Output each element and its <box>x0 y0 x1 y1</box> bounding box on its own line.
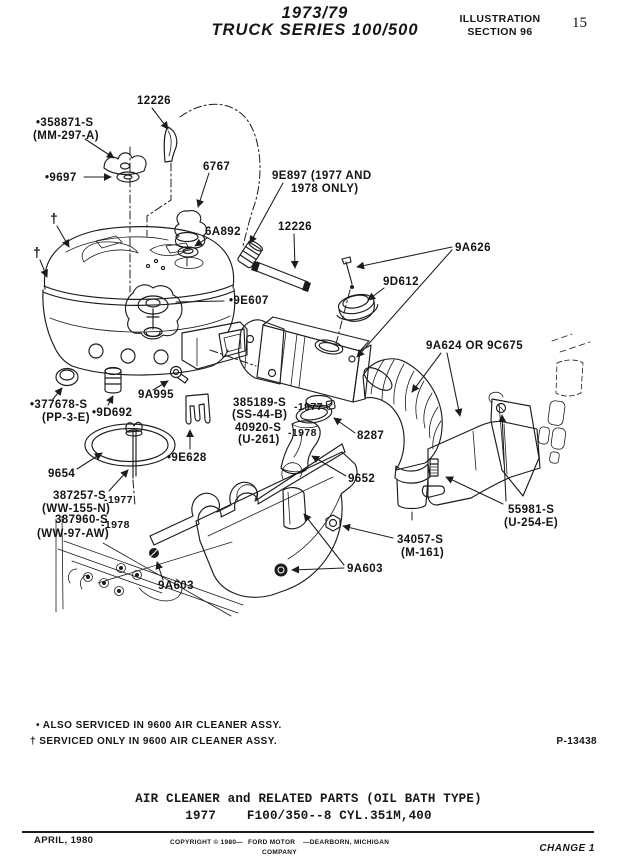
engine-sketch <box>55 515 244 617</box>
leader-lines <box>39 107 507 581</box>
footer-rule <box>22 831 594 833</box>
section-block: ILLUSTRATION SECTION 96 <box>450 13 550 39</box>
grommet-377678 <box>55 367 79 387</box>
screw-and-clip-55981-targets <box>421 458 446 498</box>
push-nut-fasteners <box>149 548 288 577</box>
page-title-series: TRUCK SERIES 100/500 <box>211 21 419 39</box>
footer-change-note: CHANGE 1 <box>539 843 595 854</box>
flex-elbow-9a624 <box>362 358 443 510</box>
retainer-clip-9a626 <box>341 256 354 289</box>
part-label-9a603-right: 9A603 <box>347 563 383 575</box>
part-label-385189s-code: (SS-44-B) <box>232 409 287 421</box>
part-label-385189s: 385189-S <box>233 397 286 409</box>
part-label-358871s: •358871-S <box>36 117 94 129</box>
part-label-9d612: 9D612 <box>383 276 419 288</box>
part-label-387257s-year: -1977 <box>104 494 133 506</box>
figure-caption-line1: AIR CLEANER and RELATED PARTS (OIL BATH … <box>135 792 482 806</box>
stud-9a995 <box>169 365 189 384</box>
part-label-387257s-code: (WW-155-N) <box>42 503 110 515</box>
part-label-9697: •9697 <box>45 172 77 184</box>
dagger-symbol-upper: † <box>50 210 58 226</box>
wing-nut-assembly-9e607 <box>124 284 183 340</box>
part-label-8287: 8287 <box>357 430 384 442</box>
footnote-serviced-only: † SERVICED ONLY IN 9600 AIR CLEANER ASSY… <box>30 736 278 747</box>
part-label-9e607: •9E607 <box>229 295 269 307</box>
part-label-34057s: 34057-S <box>397 534 443 546</box>
footnote-also-serviced: • ALSO SERVICED IN 9600 AIR CLEANER ASSY… <box>36 720 282 731</box>
part-label-12226-upper: 12226 <box>137 95 171 107</box>
part-label-387960s: 387960-S <box>55 514 108 526</box>
clamp-8287 <box>295 399 336 424</box>
footer-location: —DEARBORN, MICHIGAN <box>303 839 390 846</box>
filler-cap-9d612 <box>336 293 379 322</box>
part-label-385189s-year: -1977 <box>294 401 323 413</box>
part-label-6767: 6767 <box>203 161 230 173</box>
vent-fitting-9e897 <box>237 240 264 269</box>
fork-clip-9e628 <box>185 393 211 425</box>
part-label-377678s-code: (PP-3-E) <box>42 412 90 424</box>
part-label-34057s-code: (M-161) <box>401 547 444 559</box>
part-label-9e897-line2: 1978 ONLY) <box>291 183 359 195</box>
part-label-55981s-code: (U-254-E) <box>504 517 558 529</box>
footer-copyright: COPYRIGHT © 1980— <box>170 839 244 846</box>
oil-filler-cap-6767 <box>174 210 208 249</box>
part-label-40920s-code: (U-261) <box>238 434 280 446</box>
part-label-40920s-year: -1978 <box>288 427 317 439</box>
carb-air-duct-385189 <box>238 316 372 409</box>
part-label-387960s-year: -1978 <box>101 519 130 531</box>
part-label-55981s: 55981-S <box>508 504 554 516</box>
part-label-9a603-left: 9A603 <box>158 580 194 592</box>
part-label-9e628: •9E628 <box>167 452 207 464</box>
part-label-12226-lower: 12226 <box>278 221 312 233</box>
dagger-symbol-lower: † <box>33 244 41 260</box>
hose-12226-lower <box>251 261 311 292</box>
footer-company-line2: COMPANY <box>262 849 297 856</box>
gasket-9654 <box>84 421 176 479</box>
fender-apron-sketch <box>537 333 591 464</box>
figure-caption-line2: 1977 F100/350--8 CYL.351M,400 <box>185 809 432 823</box>
part-label-9e897-line1: 9E897 (1977 AND <box>272 170 372 182</box>
section-label: ILLUSTRATION <box>459 13 541 25</box>
mounting-bracket-358871 <box>103 152 147 175</box>
heat-shield-lower-9a603 <box>195 451 358 598</box>
footer-company-line1: FORD MOTOR <box>248 839 296 846</box>
footer-date: APRIL, 1980 <box>34 835 94 846</box>
part-label-40920s: 40920-S <box>235 422 281 434</box>
page-title-years: 1973/79 <box>281 4 349 22</box>
part-label-9652: 9652 <box>348 473 375 485</box>
washer-9697 <box>116 171 140 183</box>
nut-34057 <box>325 514 341 532</box>
inlet-duct-assembly-55981 <box>427 391 541 506</box>
part-label-9a626: 9A626 <box>455 242 491 254</box>
part-label-377678s: •377678-S <box>30 399 88 411</box>
plate-number: P-13438 <box>556 736 597 747</box>
part-label-387960s-code: (WW-97-AW) <box>37 528 109 540</box>
section-number: SECTION 96 <box>467 26 533 38</box>
page-title: 1973/79 TRUCK SERIES 100/500 <box>150 5 480 39</box>
part-label-9654: 9654 <box>48 468 75 480</box>
part-label-9a995: 9A995 <box>138 389 174 401</box>
page-number: 15 <box>572 15 587 31</box>
part-label-6a892: 6A892 <box>205 226 241 238</box>
part-label-358871s-code: (MM-297-A) <box>33 130 99 142</box>
part-label-387257s: 387257-S <box>53 490 106 502</box>
plug-9d692 <box>104 366 122 394</box>
part-labels: 12226 •358871-S (MM-297-A) •9697 6767 9E… <box>30 95 558 592</box>
part-label-9d692: •9D692 <box>92 407 132 419</box>
part-label-9a624: 9A624 OR 9C675 <box>426 340 523 352</box>
hose-12226-upper <box>163 126 178 163</box>
